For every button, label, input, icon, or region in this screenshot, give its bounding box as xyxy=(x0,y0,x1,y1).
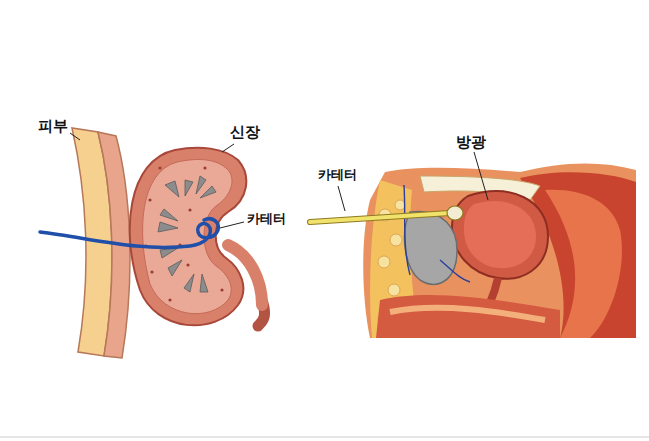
nephrostomy-catheter xyxy=(40,219,218,248)
leader-line xyxy=(220,222,244,228)
pelvis xyxy=(363,163,636,338)
urinary-catheter xyxy=(310,206,463,222)
leader-line xyxy=(70,133,80,140)
kidney xyxy=(130,148,265,326)
part-label: 카테터 xyxy=(318,168,357,182)
part-label: 카테터 xyxy=(247,212,286,226)
part-label: 방광 xyxy=(456,134,486,151)
part-label: 신장 xyxy=(230,124,260,141)
leader-line xyxy=(474,152,488,200)
part-label: 피부 xyxy=(38,118,68,135)
leader-line xyxy=(338,186,345,211)
rule xyxy=(0,437,649,438)
leader-line xyxy=(222,144,234,152)
